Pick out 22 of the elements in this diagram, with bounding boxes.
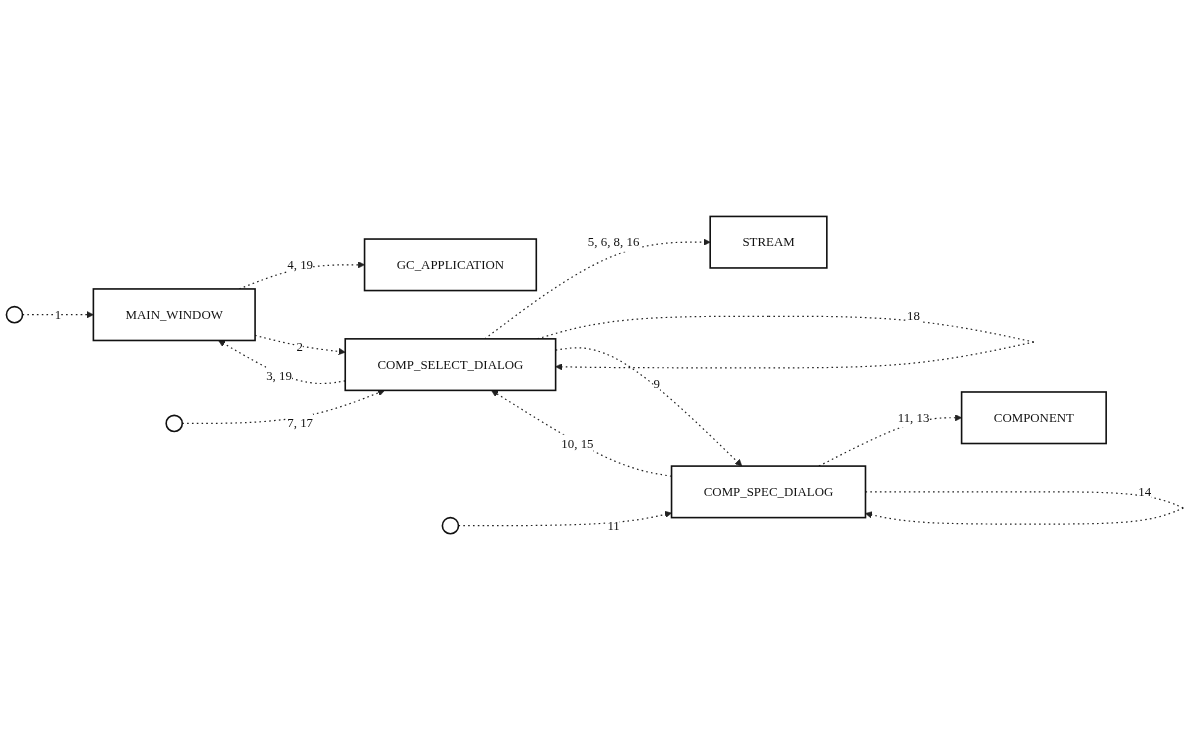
node-box: GC_APPLICATION [363,237,538,291]
edge-label: 5, 6, 8, 16 [587,234,640,249]
node-circle [165,414,184,432]
node-circle [5,305,24,324]
edge-label: 9 [653,376,660,390]
node-box: COMP_SPEC_DIALOG [670,464,867,519]
arrow [864,490,1185,525]
node-box: COMPONENT [960,390,1107,444]
edge-label: 2 [296,339,303,353]
node-circle [441,516,460,535]
edge-label: 3, 19 [266,368,292,382]
edge-label: 10, 15 [561,436,594,451]
edge-label: 1 [54,307,62,321]
edge-label: 7, 17 [287,415,314,430]
edge-label: 11 [607,518,620,532]
edge-label: 4, 19 [287,257,314,271]
edge-label: 14 [1138,484,1152,498]
edge-label: 11, 13 [897,410,930,424]
node-box: COMP_SELECT_DIALOG [344,337,557,391]
edge-label: 18 [907,308,920,323]
node-box: STREAM [709,215,828,269]
node-box: MAIN_WINDOW [92,287,256,341]
